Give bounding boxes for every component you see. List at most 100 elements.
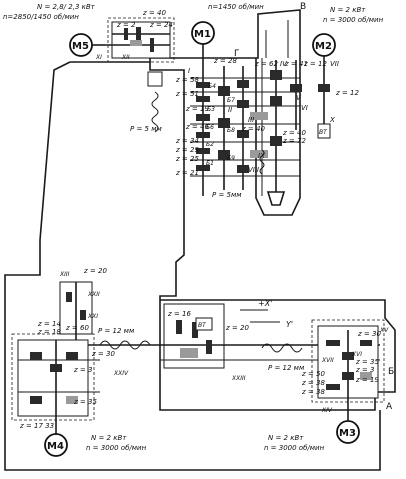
label-z40-right: z = 40: [282, 129, 306, 137]
label-z30-l: z = 30: [91, 350, 115, 358]
motor-m3-speed: n = 3000 об/мин: [264, 444, 325, 452]
label-z51: z = 51: [175, 90, 199, 98]
shaft-XXI: XXI: [87, 313, 98, 320]
motor-m5-label: M5: [72, 41, 89, 52]
label-z12-a: z = 12: [303, 60, 327, 68]
shaft-XVII: XVII: [321, 357, 334, 364]
shaft-III: III: [248, 116, 254, 124]
motor-m4: M4 N = 2 кВт n = 3000 об/мин: [44, 415, 147, 457]
machine-frame: [4, 9, 396, 471]
motor-m2-speed: n = 3000 об/мин: [323, 16, 384, 24]
label-z46: z = 46: [185, 123, 209, 131]
motor-m4-speed: n = 3000 об/мин: [86, 444, 147, 452]
label-z3-l: z = 3: [73, 366, 92, 374]
label-z19: z = 19: [185, 105, 209, 113]
motor-m2-label: M2: [315, 41, 332, 52]
label-z29: z = 29: [175, 146, 199, 154]
letter-a: А: [386, 402, 393, 412]
gear-tag-bt1: ВТ: [319, 129, 328, 136]
label-z72: z = 72: [282, 137, 306, 145]
motor-m1-speed: n=1450 об/мин: [208, 3, 264, 11]
label-z18: z = 18: [37, 328, 61, 336]
motor-m3-power: N = 2 кВт: [268, 434, 304, 442]
label-z60: z = 60: [65, 324, 89, 332]
shaft-XVI: XVI: [351, 351, 362, 358]
letter-xprime: +X': [258, 299, 272, 308]
shaft-VI: VI: [301, 104, 308, 112]
label-z2-a: z = 2: [116, 21, 136, 29]
motor-m5-speed: n=2850/1450 об/мин: [3, 13, 79, 21]
gear-tag-b8: Б8: [227, 127, 235, 134]
gear-tag-b6: Б6: [206, 124, 214, 131]
motor-m4-label: M4: [47, 441, 64, 452]
screw-lower-pitch: P = 5мм: [212, 191, 242, 199]
shaft-XV: XV: [379, 327, 389, 334]
letter-yprime: Y': [286, 320, 293, 329]
screw-vertical-pitch: P = 5 мм: [130, 125, 162, 133]
motor-m1: M1 n=1450 об/мин: [191, 3, 264, 66]
label-z20-top: z = 20: [83, 267, 107, 275]
shaft-XI: XI: [95, 54, 102, 61]
label-z1733: z = 17 33: [19, 422, 54, 430]
motor-m1-label: M1: [194, 29, 211, 40]
shaft-VIII: VIII: [248, 166, 259, 174]
letter-g: Г: [234, 49, 240, 59]
label-z58: z = 58: [175, 76, 199, 84]
label-z41: z = 41: [284, 60, 308, 68]
label-z34: z = 34: [175, 137, 199, 145]
shaft-XXII: XXII: [87, 291, 100, 298]
label-z35-r: z = 35: [355, 358, 379, 366]
motor-m3: M3 N = 2 кВт n = 3000 об/мин: [264, 400, 360, 452]
shaft-IV: IV: [280, 60, 288, 68]
label-z21: z = 21: [175, 169, 199, 177]
label-z25: z = 25: [175, 155, 199, 163]
screw-left-pitch: P = 12 мм: [98, 327, 135, 335]
label-z28: z = 28: [213, 57, 237, 65]
motor-m5-power: N = 2,8/ 2,3 кВт: [37, 3, 96, 11]
label-z19-r: z = 19: [355, 376, 379, 384]
motor-m3-label: M3: [339, 428, 356, 439]
gearbox-m5: z = 2 z = 24 z = 40 XI XII: [95, 9, 175, 63]
shaft-VII: VII: [330, 60, 339, 68]
motor-m2: M2 N = 2 кВт n = 3000 об/мин: [312, 6, 384, 70]
motor-m4-power: N = 2 кВт: [91, 434, 127, 442]
motor-m2-power: N = 2 кВт: [330, 6, 366, 14]
shaft-I: I: [188, 67, 190, 75]
gearbox-m3: z = 30 z = 35 z = 3 z = 19 z = 50 z = 38…: [301, 319, 394, 414]
label-z62: z = 62: [254, 60, 278, 68]
label-z40-mid: z = 40: [241, 125, 265, 133]
gearbox-m4: z = 20 z = 14 z = 18 z = 60 z = 30 z = 3…: [11, 267, 115, 430]
screw-right-pitch: P = 12 мм: [268, 364, 305, 372]
label-z16: z = 16: [167, 310, 191, 318]
main-gearbox: ВТ z = 28 z = 62 z = 41 z = 12 z = 12 z …: [130, 2, 359, 206]
shaft-XIII: XIII: [59, 271, 70, 278]
gear-tag-b3: Б3: [207, 106, 215, 113]
label-z40-top: z = 40: [142, 9, 166, 17]
label-z20-mid: z = 20: [225, 324, 249, 332]
shaft-XXIII: XXIII: [231, 375, 246, 382]
label-z14: z = 14: [37, 320, 61, 328]
shaft-XIV: XIV: [321, 407, 333, 414]
gear-tag-b9: Б9: [227, 155, 235, 162]
label-z30-r: z = 30: [357, 330, 381, 338]
motor-m5: M5 N = 2,8/ 2,3 кВт n=2850/1450 об/мин: [3, 3, 105, 57]
gear-tag-b1: Б1: [206, 160, 214, 167]
shaft-XII: XII: [121, 54, 130, 61]
label-z38b: z = 38: [301, 388, 325, 396]
feed-box: ВТ z = 16 z = 20 P = 12 мм P = 12 мм +X'…: [60, 299, 380, 382]
label-z12-b: z = 12: [335, 89, 359, 97]
label-z24: z = 24: [149, 21, 173, 29]
shaft-IX: IX: [258, 152, 265, 160]
label-z38: z = 38: [301, 379, 325, 387]
shaft-II: II: [228, 106, 232, 114]
label-z50: z = 50: [301, 370, 325, 378]
gear-tag-b4: Б4: [208, 83, 216, 90]
label-z35: z = 35: [73, 398, 97, 406]
shaft-V: V: [296, 94, 302, 102]
gear-tag-b2: Б2: [206, 141, 214, 148]
shaft-X: X: [329, 116, 335, 124]
letter-b: Б: [388, 367, 394, 377]
gear-tag-b7: Б7: [227, 97, 235, 104]
label-z3-r: z = 3: [355, 366, 374, 374]
